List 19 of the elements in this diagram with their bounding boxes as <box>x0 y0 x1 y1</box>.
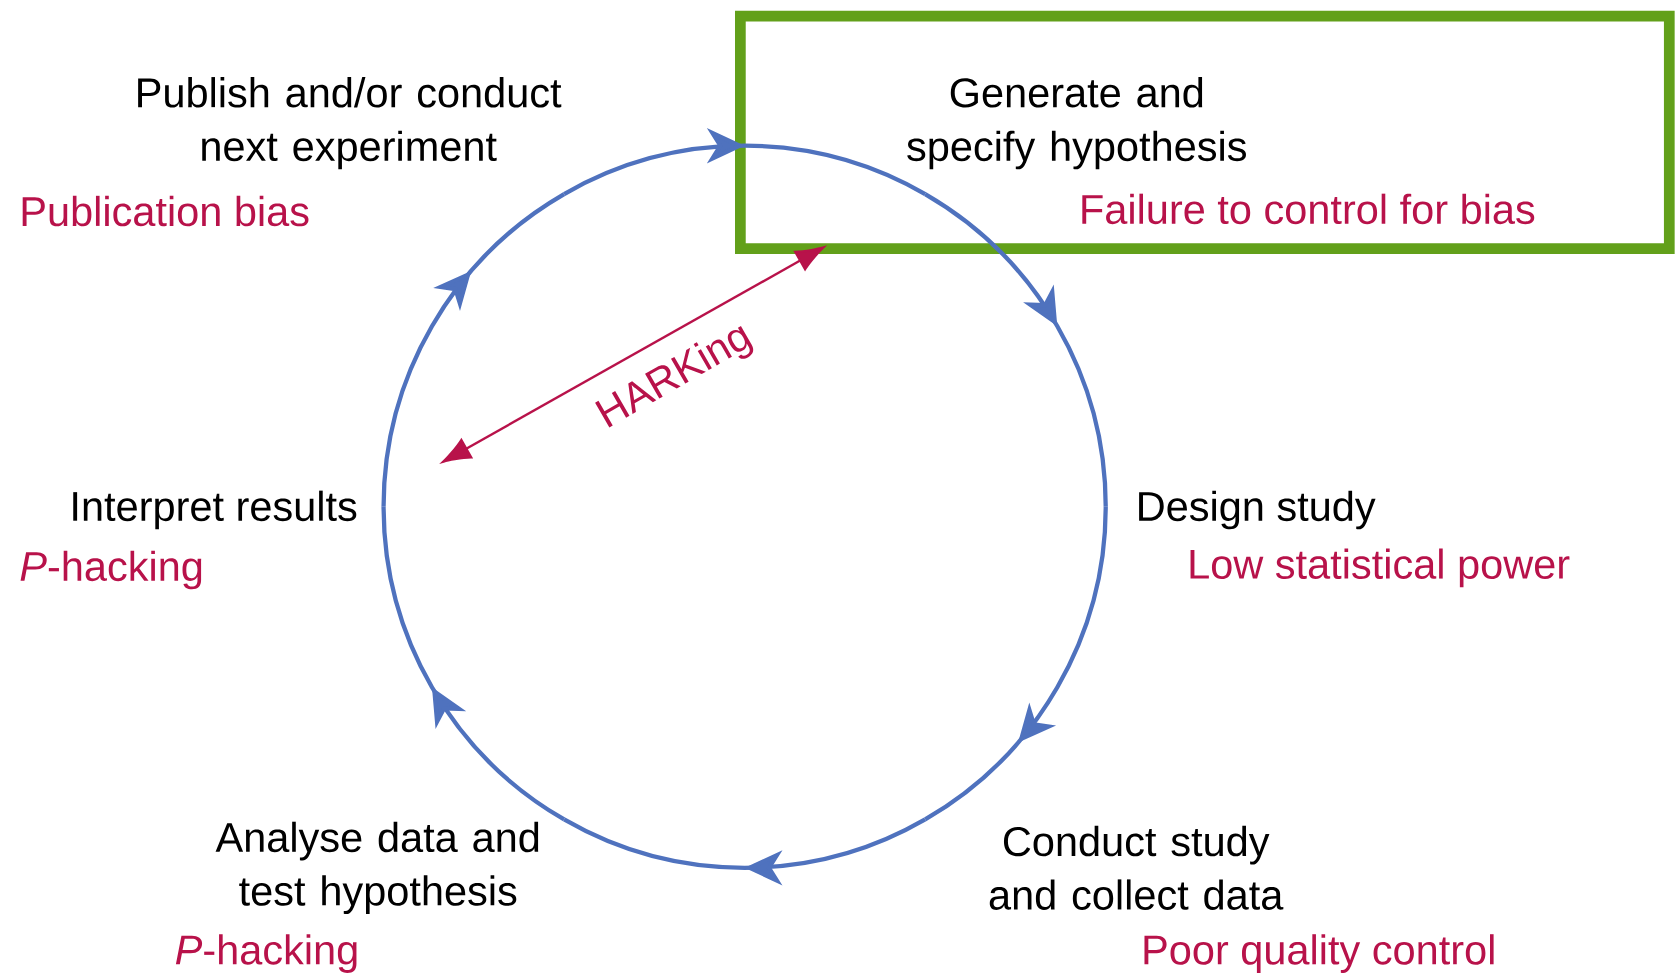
cycle-arrow <box>381 192 566 507</box>
stage-label: Analyse data and test hypothesis <box>215 821 539 914</box>
stage-label: Conduct study and collect data <box>989 825 1284 910</box>
stage-label: Design study <box>1139 490 1376 530</box>
problem-label: P-hacking <box>20 550 202 590</box>
problem-label: Low statistical power <box>1190 548 1570 588</box>
problem-label: P-hacking <box>175 934 357 973</box>
cycle-arrow <box>381 506 566 822</box>
cycle-arrow <box>924 192 1108 507</box>
arrow <box>442 246 825 463</box>
cycle-arrow <box>924 506 1108 822</box>
stage-label: Interpret results <box>73 490 357 530</box>
problem-label: Publication bias <box>22 195 309 227</box>
stage-label: Generate and specify hypothesis <box>907 76 1246 170</box>
problem-label: Failure to control for bias <box>1082 193 1535 225</box>
stage-label: Publish and/or conduct next experiment <box>138 76 562 170</box>
cycle-arrow <box>563 817 927 886</box>
cycle-arrow <box>563 127 927 196</box>
problem-label: Poor quality control <box>1144 934 1494 973</box>
